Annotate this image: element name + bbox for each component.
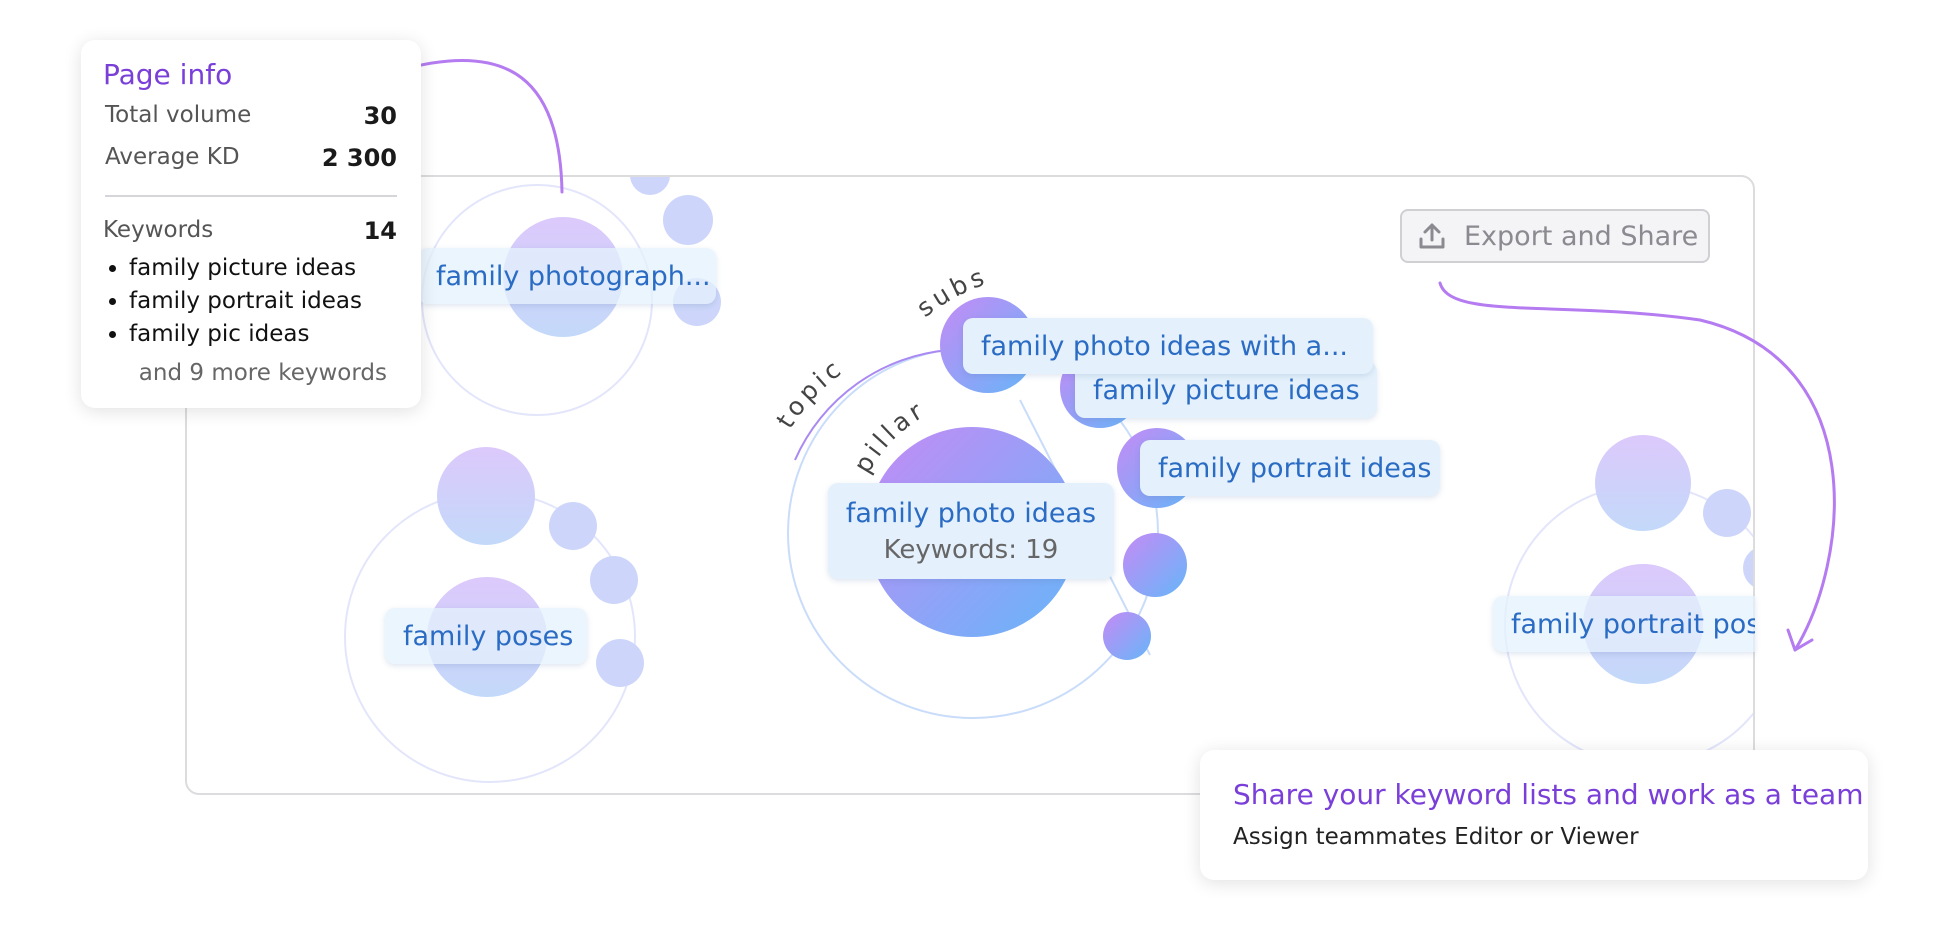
average-kd-label: Average KD (105, 144, 240, 170)
keywords-value: 14 (363, 217, 397, 245)
keywords-list: family picture ideas family portrait ide… (103, 252, 362, 351)
list-item: family portrait ideas (129, 285, 362, 318)
list-item: family pic ideas (129, 318, 362, 351)
share-card: Share your keyword lists and work as a t… (1200, 750, 1868, 880)
subtopic-label-3[interactable]: family portrait ideas (1140, 440, 1440, 496)
more-keywords-text: and 9 more keywords (138, 360, 387, 386)
total-volume-value: 30 (363, 102, 397, 130)
cluster-label-top-left[interactable]: family photograph... (418, 248, 716, 304)
export-button-label: Export and Share (1464, 220, 1699, 252)
keywords-row: Keywords 14 (103, 217, 397, 245)
average-kd-row: Average KD 2 300 (105, 144, 397, 172)
page-info-card: Page info Total volume 30 Average KD 2 3… (81, 40, 421, 408)
share-card-subtitle: Assign teammates Editor or Viewer (1233, 824, 1639, 850)
total-volume-label: Total volume (105, 102, 252, 128)
main-pillar-label[interactable]: family photo ideas Keywords: 19 (828, 483, 1114, 579)
cluster-label-bottom-left[interactable]: family poses (385, 608, 587, 664)
total-volume-row: Total volume 30 (105, 102, 397, 130)
divider (105, 195, 397, 197)
main-pillar-title: family photo ideas (845, 497, 1097, 529)
cluster-label-right[interactable]: family portrait pos (1493, 596, 1755, 652)
upload-icon (1419, 223, 1445, 249)
main-pillar-keywords: Keywords: 19 (883, 534, 1059, 565)
page-info-title: Page info (103, 58, 233, 91)
subtopic-label-1[interactable]: family photo ideas with a... (963, 318, 1373, 374)
keywords-label: Keywords (103, 217, 214, 243)
list-item: family picture ideas (129, 252, 362, 285)
average-kd-value: 2 300 (321, 144, 397, 172)
export-and-share-button[interactable]: Export and Share (1400, 209, 1710, 263)
share-card-title: Share your keyword lists and work as a t… (1233, 778, 1864, 811)
